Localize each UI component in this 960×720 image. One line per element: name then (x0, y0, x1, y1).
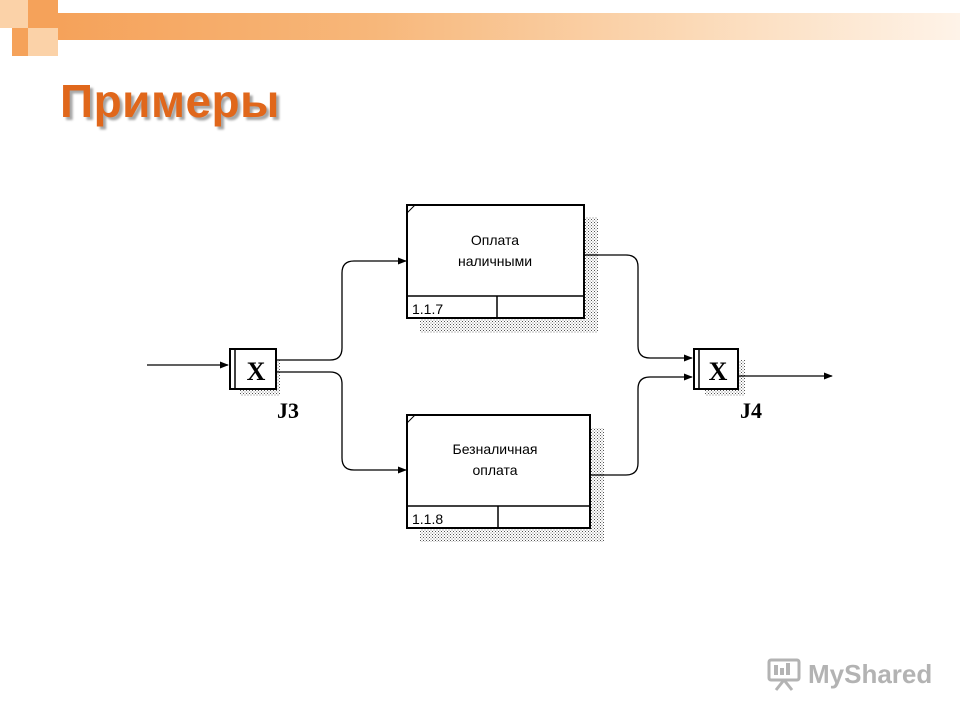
junction-j3-label: J3 (277, 398, 299, 423)
presentation-icon (767, 658, 801, 691)
activity-box-1118: Безналичная оплата 1.1.8 (406, 414, 604, 542)
activity-2-label-line1: Безналичная (453, 441, 538, 457)
arrow-j3-to-noncash (277, 371, 407, 474)
arrow-j3-to-cash (277, 257, 407, 361)
activity-1-label-line1: Оплата (471, 232, 519, 248)
slide-title: Примеры (60, 75, 280, 127)
activity-2-label-line2: оплата (472, 462, 517, 478)
watermark-text: MyShared (808, 658, 933, 689)
arrow-noncash-to-j4 (591, 373, 693, 476)
activity-1-label-line2: наличными (458, 253, 532, 269)
junction-j4: X J4 (693, 348, 762, 423)
title-bar-decoration (58, 13, 960, 40)
junction-j3: X J3 (229, 348, 299, 423)
corner-decoration (0, 0, 70, 56)
activity-1-number: 1.1.7 (412, 301, 443, 317)
junction-j4-label: J4 (740, 398, 762, 423)
junction-j3-symbol: X (247, 357, 266, 386)
watermark: MyShared (766, 656, 932, 692)
junction-j4-symbol: X (709, 357, 728, 386)
activity-2-number: 1.1.8 (412, 511, 443, 527)
activity-box-1117: Оплата наличными 1.1.7 (406, 204, 598, 333)
arrow-cash-to-j4 (585, 254, 693, 362)
